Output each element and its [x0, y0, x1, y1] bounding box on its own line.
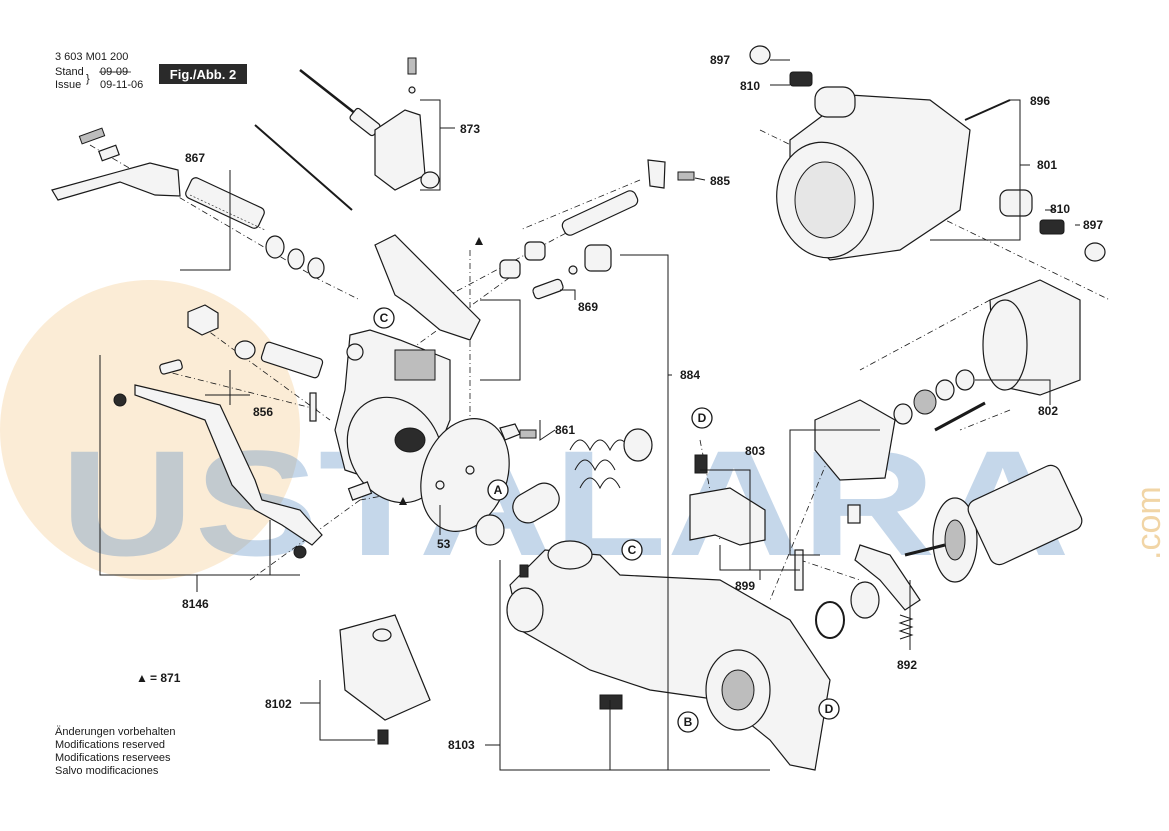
label-861: 861 [555, 423, 575, 437]
part-number-labels: 867 873 856 8146 53 861 869 885 884 897 … [182, 53, 1103, 752]
arm-assembly-part [334, 234, 481, 504]
handle-part [51, 127, 325, 279]
callout-c-lower: C [621, 539, 643, 561]
triangle-icon [399, 497, 407, 505]
label-899: 899 [735, 579, 755, 593]
issue-label: Issue [55, 79, 81, 91]
footer-notes: Änderungen vorbehalten Modifications res… [55, 726, 175, 777]
callout-c-upper: C [373, 307, 395, 329]
label-856: 856 [253, 405, 273, 419]
header-block: 3 603 M01 200 Stand Issue } 09-09 09-11-… [55, 51, 247, 91]
note-french: Modifications reservees [55, 752, 171, 764]
callout-b: B [677, 711, 699, 733]
legend: ▲ = 871 [136, 671, 181, 685]
legend-symbol: ▲ [136, 671, 148, 685]
label-803: 803 [745, 444, 765, 458]
watermark-disc [0, 280, 300, 580]
shaft-bracket-part [254, 57, 440, 211]
blade-guard-housing-part [506, 540, 831, 771]
label-885: 885 [710, 174, 730, 188]
leader-lines [99, 59, 1080, 771]
doc-number: 3 603 M01 200 [55, 51, 128, 63]
stand-label: Stand [55, 66, 84, 78]
label-801: 801 [1037, 158, 1057, 172]
label-892: 892 [897, 658, 917, 672]
legend-text: = 871 [150, 671, 181, 685]
brace-icon: } [86, 73, 90, 85]
note-german: Änderungen vorbehalten [55, 726, 175, 738]
note-english: Modifications reserved [55, 739, 165, 751]
label-810-bottom: 810 [1050, 202, 1070, 216]
label-867: 867 [185, 151, 205, 165]
issue-date: 09-11-06 [100, 79, 143, 91]
svg-text:C: C [628, 543, 637, 557]
callout-a: A [487, 479, 509, 501]
svg-text:D: D [825, 702, 834, 716]
stator-part [893, 279, 1081, 432]
label-873: 873 [460, 122, 480, 136]
callout-d-upper: D [691, 407, 713, 429]
fig-label: Fig./Abb. 2 [170, 67, 236, 82]
support-block-part [339, 614, 431, 745]
label-897-top: 897 [710, 53, 730, 67]
motor-housing-part [749, 45, 1106, 262]
marker-triangles [399, 237, 483, 505]
watermark-suffix: .com [1130, 486, 1168, 560]
pins-part [499, 159, 695, 300]
note-spanish: Salvo modificaciones [55, 765, 159, 777]
callout-d-lower: D [818, 698, 840, 720]
callout-circles: C C A B D D [373, 307, 840, 733]
svg-text:B: B [684, 715, 693, 729]
label-53: 53 [437, 537, 451, 551]
label-802: 802 [1038, 404, 1058, 418]
label-896: 896 [1030, 94, 1050, 108]
armature-part [814, 399, 1083, 639]
spring-part [499, 423, 653, 524]
label-8146: 8146 [182, 597, 209, 611]
nut-bolt-part [159, 304, 324, 422]
label-8102: 8102 [265, 697, 292, 711]
blade-flange-part [347, 418, 510, 546]
svg-text:A: A [494, 483, 503, 497]
label-869: 869 [578, 300, 598, 314]
svg-text:D: D [698, 411, 707, 425]
label-810-top: 810 [740, 79, 760, 93]
label-884: 884 [680, 368, 700, 382]
label-897-bottom: 897 [1083, 218, 1103, 232]
svg-text:C: C [380, 311, 389, 325]
fig-label-box [159, 64, 247, 84]
triangle-icon [475, 237, 483, 245]
label-8103: 8103 [448, 738, 475, 752]
fence-bracket-part [113, 384, 323, 559]
